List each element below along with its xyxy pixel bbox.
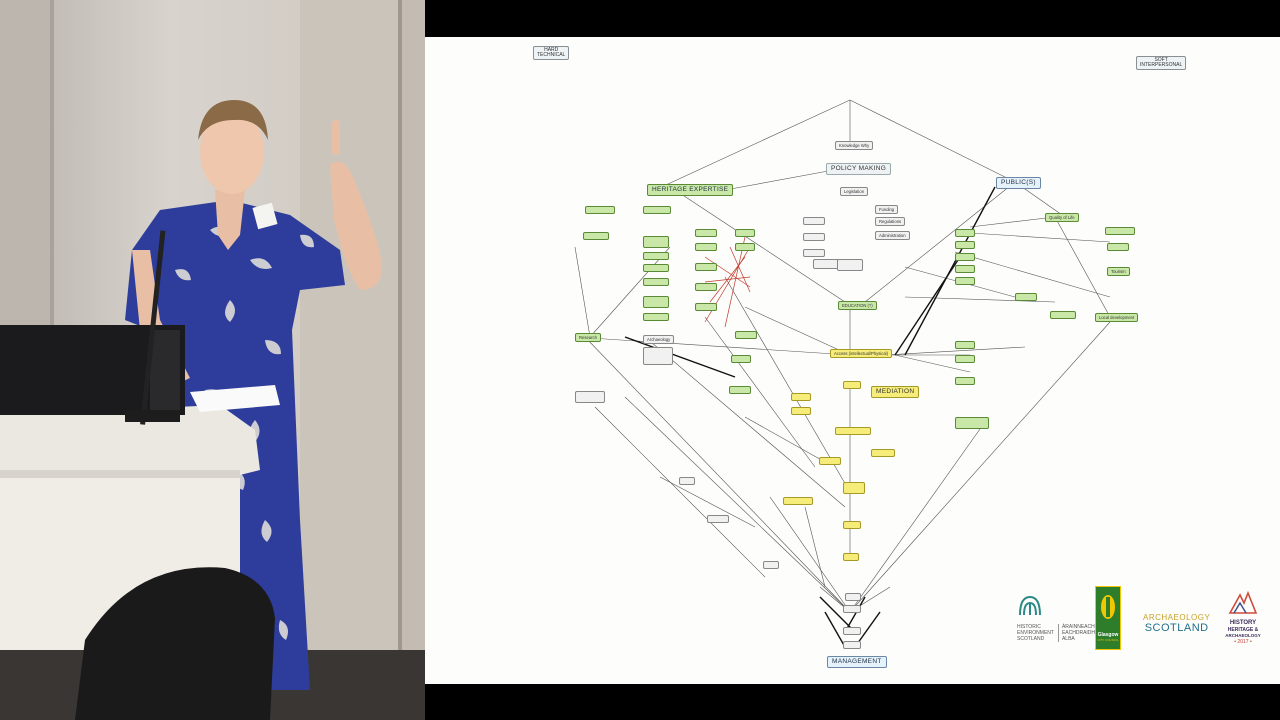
knowledge-node: Knowledge Why: [835, 141, 874, 150]
node-chip: [843, 627, 861, 635]
node-chip: [583, 232, 609, 240]
node-chip: [695, 229, 717, 237]
node-chip: [783, 497, 813, 505]
node-chip: [819, 457, 841, 465]
node-chip: [843, 641, 861, 649]
hha-year: • 2017 •: [1234, 639, 1252, 645]
hha-line2: HERITAGE &: [1227, 627, 1259, 633]
node-chip: [1105, 227, 1135, 235]
node-chip: [955, 417, 989, 429]
node-chip: [735, 331, 757, 339]
hha-line3: ARCHAEOLOGY: [1225, 633, 1261, 638]
node-chip: [1015, 293, 1037, 301]
hes-gaelic-name: ÀRAINNEACHD EACHDRAIDHEIL ALBA: [1057, 624, 1103, 642]
access-node: Access (intellectual/Physical): [830, 349, 892, 358]
research-node: Research: [575, 333, 601, 342]
education-node: EDUCATION (?): [838, 301, 877, 310]
node-chip: [871, 449, 895, 457]
node-chip: [643, 252, 669, 260]
node-chip: [955, 341, 975, 349]
node-chip: [843, 381, 861, 389]
node-chip: [643, 264, 669, 272]
node-chip: [695, 263, 717, 271]
hard-technical-tag: HARD TECHNICAL: [533, 46, 570, 60]
arch-scot-top: ARCHAEOLOGY: [1143, 613, 1211, 622]
letterbox-top: [425, 0, 1280, 37]
hha-line1: HISTORY: [1229, 620, 1257, 626]
node-chip: [695, 283, 717, 291]
hha-mountain-icon: [1228, 590, 1258, 614]
hes-name: HISTORIC ENVIRONMENT SCOTLAND: [1017, 624, 1054, 642]
speaker-scene: [0, 0, 425, 720]
node-chip: [955, 229, 975, 237]
glasgow-label: Glasgow: [1097, 632, 1119, 638]
node-chip: [1107, 243, 1129, 251]
node-chip: [643, 296, 669, 308]
node-chip: [643, 313, 669, 321]
node-chip: [679, 477, 695, 485]
node-chip: [843, 482, 865, 494]
node-chip: [763, 561, 779, 569]
node-chip: [695, 243, 717, 251]
management-hub: MANAGEMENT: [827, 656, 887, 668]
node-chip: [731, 355, 751, 363]
node-chip: [837, 259, 863, 271]
node-chip: [1050, 311, 1076, 319]
funding-node: Funding: [875, 205, 899, 214]
node-chip: [813, 259, 839, 269]
heritage-expertise-hub: HERITAGE EXPERTISE: [647, 184, 734, 196]
node-chip: [803, 249, 825, 257]
node-chip: [735, 243, 755, 251]
publics-hub: PUBLIC(S): [996, 177, 1041, 189]
node-chip: [643, 206, 671, 214]
administration-node: Administration: [875, 231, 910, 240]
tourism-node: Tourism: [1107, 267, 1130, 276]
node-chip: [835, 427, 871, 435]
node-chip: [955, 355, 975, 363]
node-chip: [843, 521, 861, 529]
node-chip: [955, 377, 975, 385]
presentation-slide: HARD TECHNICAL SOFT INTERPERSONAL POLICY…: [425, 37, 1280, 684]
node-chip: [955, 265, 975, 273]
quality-of-life-node: Quality of Life: [1045, 213, 1079, 222]
node-chip: [803, 217, 825, 225]
node-chip: [735, 229, 755, 237]
local-development-node: Local development: [1095, 313, 1139, 322]
hes-emblem-icon: [1019, 595, 1041, 616]
node-chip: [643, 347, 673, 365]
node-chip: [843, 553, 859, 561]
soft-interpersonal-tag: SOFT INTERPERSONAL: [1136, 56, 1187, 70]
legislation-node: Legislation: [840, 187, 869, 196]
node-chip: [955, 241, 975, 249]
regulations-node: Regulations: [875, 217, 906, 226]
node-chip: [695, 303, 717, 311]
node-chip: [803, 233, 825, 241]
node-chip: [729, 386, 751, 394]
concept-map-edges: [574, 99, 1111, 648]
glasgow-crest-icon: [1101, 595, 1115, 619]
node-chip: [643, 278, 669, 286]
node-chip: [791, 393, 811, 401]
speaker-camera-view: [0, 0, 425, 720]
policy-making-hub: POLICY MAKING: [826, 163, 892, 175]
node-chip: [707, 515, 729, 523]
node-chip: [845, 593, 861, 601]
hha-2017-logo: HISTORY HERITAGE & ARCHAEOLOGY • 2017 •: [1225, 589, 1261, 646]
glasgow-logo: Glasgow CITY COUNCIL: [1095, 586, 1121, 650]
hes-logo: HISTORIC ENVIRONMENT SCOTLAND ÀRAINNEACH…: [1017, 595, 1103, 642]
archaeology-scotland-logo: ARCHAEOLOGY SCOTLAND: [1143, 613, 1210, 634]
archaeology-node: Archaeology: [643, 335, 675, 344]
node-chip: [643, 236, 669, 248]
letterbox-bottom: [425, 684, 1280, 720]
node-chip: [843, 605, 861, 613]
arch-scot-bottom: SCOTLAND: [1144, 622, 1209, 634]
node-chip: [955, 253, 975, 261]
node-chip: [955, 277, 975, 285]
node-chip: [791, 407, 811, 415]
mediation-hub: MEDIATION: [871, 386, 920, 398]
glasgow-sub: CITY COUNCIL: [1097, 638, 1119, 642]
node-chip: [585, 206, 615, 214]
node-chip: [575, 391, 605, 403]
